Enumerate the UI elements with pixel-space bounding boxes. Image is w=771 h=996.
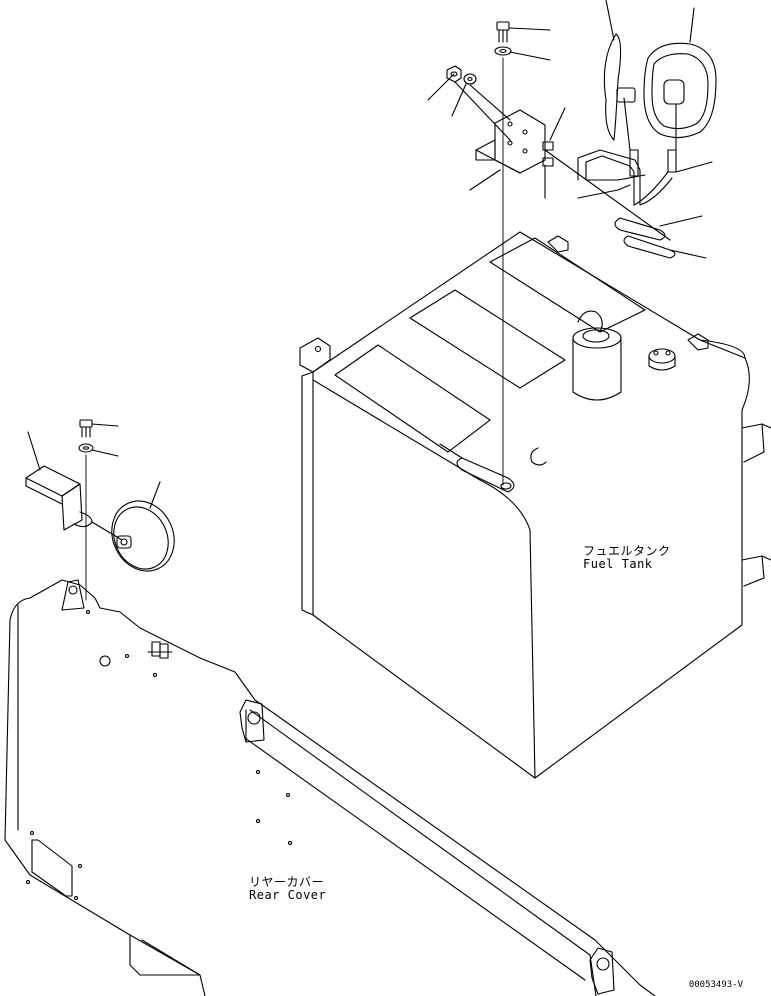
mirror-stay xyxy=(578,150,672,205)
tank-cap-round xyxy=(649,349,675,370)
rear-cover-recess xyxy=(130,935,200,975)
rear-washer xyxy=(79,444,93,452)
tank-mirror-bracket xyxy=(476,110,545,173)
rear-cover-stopper xyxy=(148,642,172,658)
tank-clip-small-2 xyxy=(543,158,553,166)
fuel-tank-tab-back xyxy=(548,236,568,252)
tank-washer xyxy=(495,47,511,55)
tank-mirror-assembly xyxy=(428,0,716,485)
fuel-tank-label-jp: フュエルタンク xyxy=(583,544,671,558)
tank-lock-washer xyxy=(464,74,476,84)
fuel-tank-right-face xyxy=(535,358,749,778)
rear-cover-hinge-3 xyxy=(590,948,614,994)
rear-mirror-bracket xyxy=(26,466,92,530)
fuel-tank-top-edge xyxy=(313,232,745,372)
rear-mirror-assembly xyxy=(26,420,185,600)
rear-cover-cutout xyxy=(32,840,72,896)
tank-pin-2 xyxy=(624,236,675,258)
fuel-tank-top-rim xyxy=(313,380,535,778)
fuel-tank-plate-2 xyxy=(410,290,565,388)
tank-mount-slot xyxy=(457,458,514,492)
tank-clip xyxy=(531,448,546,465)
rear-cover-label-jp: リヤーカバー xyxy=(249,875,325,889)
rear-cover-label: リヤーカバー Rear Cover xyxy=(249,876,326,902)
rear-cover-hinge-1 xyxy=(62,580,84,610)
fuel-tank-tab-right xyxy=(688,334,708,350)
mirror-rod xyxy=(604,34,620,140)
rear-cover-label-en: Rear Cover xyxy=(249,888,327,902)
mirror-head-large xyxy=(644,43,716,150)
fuel-tank xyxy=(300,232,771,778)
filler-neck xyxy=(573,311,621,400)
rear-mirror xyxy=(101,491,186,582)
drawing-code: 00053493-V xyxy=(688,980,743,990)
fuel-tank-label: フュエルタンク Fuel Tank xyxy=(583,545,671,571)
mirror-clamp-2 xyxy=(668,150,676,172)
tank-nut xyxy=(447,66,461,82)
fuel-tank-label-en: Fuel Tank xyxy=(583,557,653,571)
rear-cover-hole-1 xyxy=(100,656,110,666)
rear-cover-panel xyxy=(5,598,205,996)
tank-pin-1 xyxy=(615,218,665,240)
fuel-tank-bracket-upper xyxy=(742,424,764,462)
fuel-tank-plate-3 xyxy=(490,238,645,332)
rear-bolt xyxy=(80,420,92,437)
tank-bolt xyxy=(497,22,509,42)
rear-cover xyxy=(5,580,655,996)
fuel-tank-tab-left xyxy=(300,338,330,372)
rear-cover-hinge-2 xyxy=(240,700,264,742)
fuel-tank-left-face xyxy=(313,372,535,778)
tank-clip-small-1 xyxy=(543,142,553,150)
fuel-tank-plate-1 xyxy=(335,345,490,452)
fuel-tank-bracket-lower xyxy=(742,556,764,586)
